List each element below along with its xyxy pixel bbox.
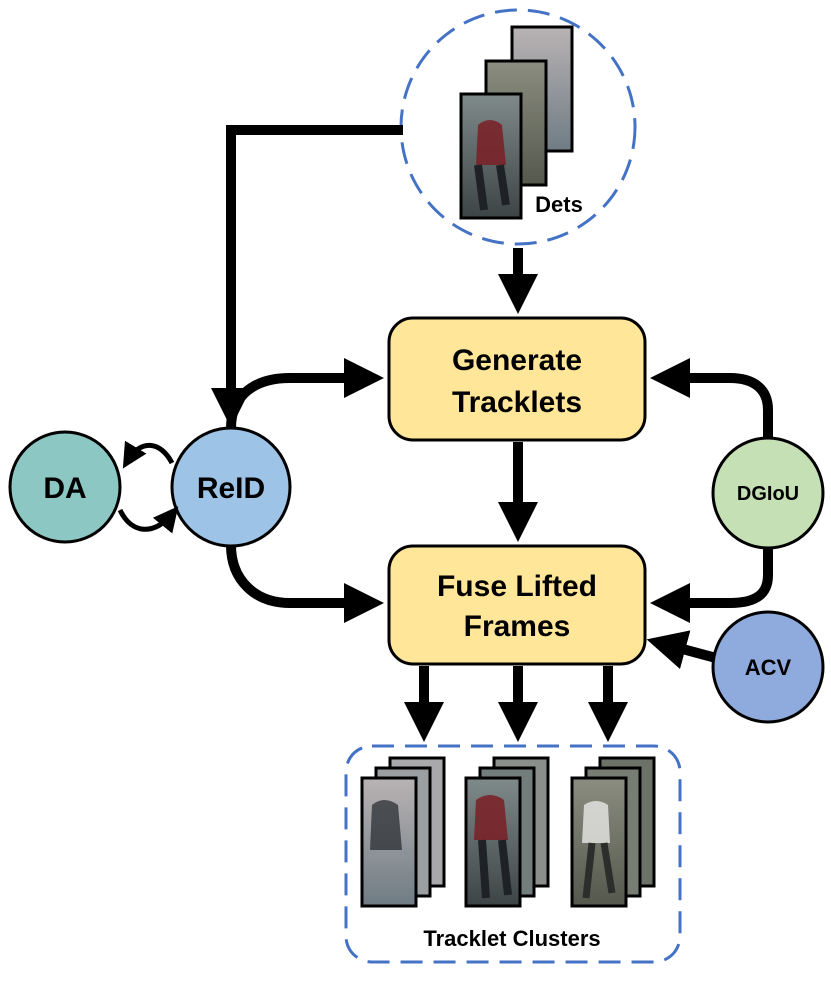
reid-to-fuse-arrow xyxy=(226,544,384,623)
acv-node xyxy=(711,610,825,724)
dgiou-node xyxy=(711,436,825,550)
cluster-3-image-stack xyxy=(570,756,656,908)
da-to-reid-arrow xyxy=(117,506,179,534)
fuse-lifted-frames-box xyxy=(387,544,647,666)
acv-label: ACV xyxy=(745,655,792,680)
generate-tracklets-label-1: Generate xyxy=(452,344,582,377)
da-label: DA xyxy=(43,472,86,505)
tracklet-clusters-label: Tracklet Clusters xyxy=(423,926,600,951)
dets-to-reid-arrow xyxy=(211,125,403,428)
dgiou-label: DGIoU xyxy=(737,483,799,505)
dets-label: Dets xyxy=(535,192,583,217)
generate-tracklets-box xyxy=(387,316,647,442)
cluster-1-image-stack xyxy=(360,756,446,908)
dgiou-to-fuse-arrow xyxy=(650,548,773,623)
tracklet-clusters-group xyxy=(344,744,682,964)
fuse-lifted-frames-label-2: Frames xyxy=(464,610,571,643)
reid-to-generate-arrow xyxy=(226,358,384,429)
reid-node xyxy=(170,426,292,548)
dgiou-to-generate-arrow xyxy=(650,358,773,438)
reid-to-da-arrow xyxy=(122,440,175,469)
reid-label: ReID xyxy=(197,472,265,505)
da-node xyxy=(8,430,122,544)
dets-image-stack xyxy=(459,25,574,220)
cluster-2-image-stack xyxy=(464,756,550,908)
fuse-lifted-frames-label-1: Fuse Lifted xyxy=(437,570,597,603)
generate-tracklets-label-2: Tracklets xyxy=(452,386,582,419)
acv-to-fuse-arrow xyxy=(646,630,718,670)
